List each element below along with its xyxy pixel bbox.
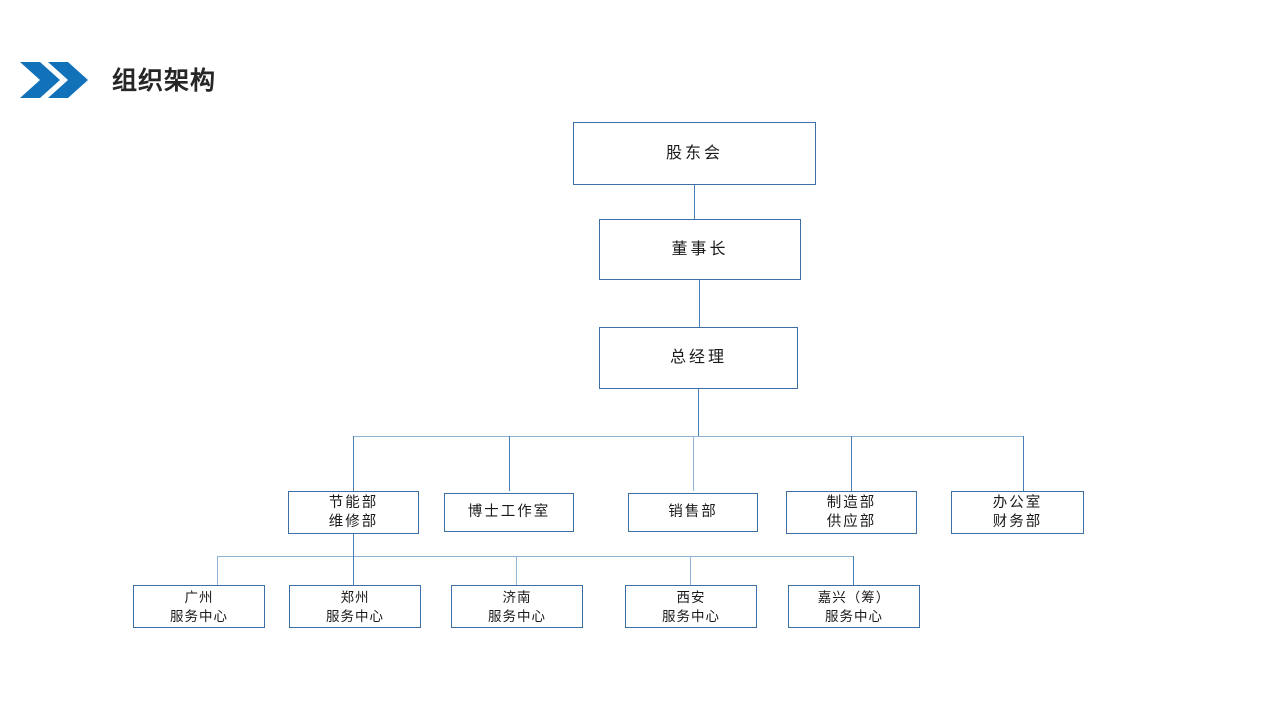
org-node-service-center-jiaxing[interactable]: 嘉兴（筹） 服务中心 [788, 585, 920, 628]
org-node-chairman[interactable]: 董事长 [599, 219, 801, 280]
org-node-label: 济南 服务中心 [488, 589, 546, 624]
org-node-service-center-jinan[interactable]: 济南 服务中心 [451, 585, 583, 628]
org-node-label: 总经理 [669, 349, 727, 366]
connector-gm-stem [698, 389, 699, 436]
org-node-label: 广州 服务中心 [170, 589, 228, 624]
double-chevron-right-icon [18, 60, 90, 100]
org-node-dept-sales[interactable]: 销售部 [628, 493, 758, 532]
connector-departments-bus [353, 436, 1024, 437]
connector-drop-center-1 [217, 556, 218, 585]
connector-drop-dept-3 [693, 436, 694, 491]
connector-dept1-stem [353, 534, 354, 556]
connector-drop-center-4 [690, 556, 691, 585]
org-node-label: 董事长 [671, 240, 729, 258]
connector-drop-dept-1 [353, 436, 354, 491]
slide-header: 组织架构 [0, 0, 1280, 120]
connector-drop-center-3 [516, 556, 517, 585]
connector-drop-dept-5 [1023, 436, 1024, 491]
org-node-label: 制造部 供应部 [826, 494, 877, 530]
org-node-service-center-guangzhou[interactable]: 广州 服务中心 [133, 585, 265, 628]
connector-drop-dept-4 [851, 436, 852, 491]
org-node-label: 博士工作室 [467, 504, 551, 520]
org-node-label: 郑州 服务中心 [326, 589, 384, 624]
org-node-dept-manufacturing-supply[interactable]: 制造部 供应部 [786, 491, 917, 534]
connector-drop-center-5 [853, 556, 854, 585]
org-node-shareholders[interactable]: 股东会 [573, 122, 816, 185]
connector-service-centers-bus [217, 556, 854, 557]
connector-drop-dept-2 [509, 436, 510, 491]
org-node-label: 股东会 [665, 144, 723, 162]
page-title: 组织架构 [112, 67, 217, 95]
connector-chairman-to-gm [699, 280, 700, 327]
org-node-label: 节能部 维修部 [328, 494, 379, 530]
org-node-label: 嘉兴（筹） 服务中心 [817, 589, 891, 624]
org-node-label: 销售部 [668, 504, 718, 520]
org-node-service-center-xian[interactable]: 西安 服务中心 [625, 585, 757, 628]
org-node-dept-energy-maintenance[interactable]: 节能部 维修部 [288, 491, 419, 534]
org-node-label: 办公室 财务部 [992, 494, 1043, 530]
connector-shareholders-to-chairman [694, 185, 695, 219]
org-node-dept-doctoral-studio[interactable]: 博士工作室 [444, 493, 574, 532]
org-node-service-center-zhengzhou[interactable]: 郑州 服务中心 [289, 585, 421, 628]
org-node-general-manager[interactable]: 总经理 [599, 327, 798, 389]
org-node-dept-office-finance[interactable]: 办公室 财务部 [951, 491, 1084, 534]
org-node-label: 西安 服务中心 [662, 589, 720, 624]
connector-drop-center-2 [353, 556, 354, 585]
